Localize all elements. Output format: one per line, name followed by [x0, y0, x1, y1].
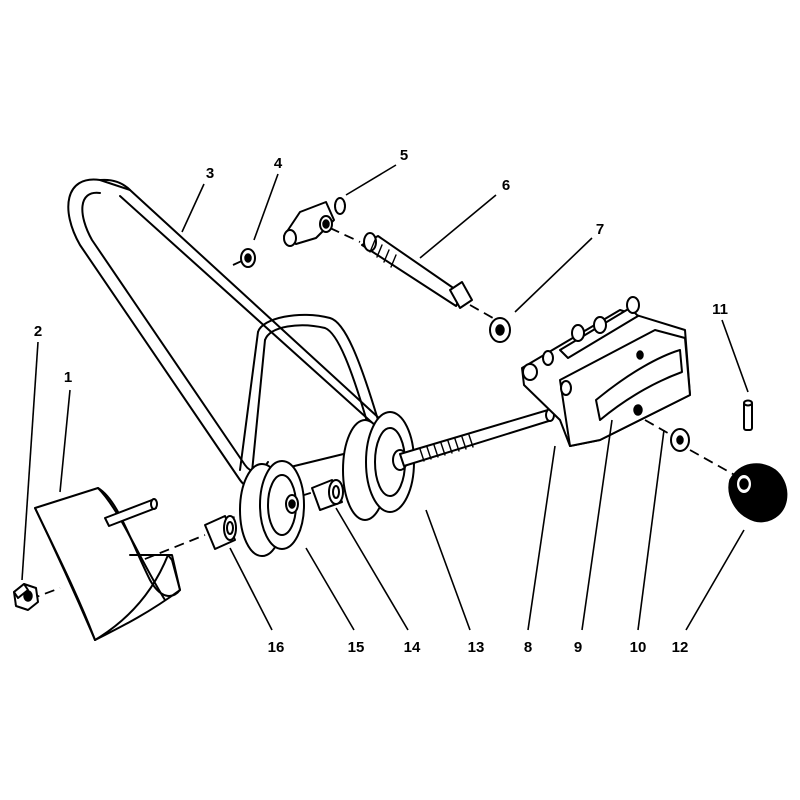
callout-8: 8	[524, 639, 532, 656]
callout-labels: 1 2 3 4 5 6 7 8 9 10 11 12 13 14 15 16	[34, 147, 728, 656]
callout-2: 2	[34, 323, 42, 340]
v-belt-short	[239, 313, 379, 473]
adjusting-rod	[361, 232, 473, 309]
callout-4: 4	[274, 155, 283, 172]
callout-13: 13	[468, 639, 485, 656]
callout-15: 15	[348, 639, 365, 656]
pulley-right	[342, 411, 415, 521]
callout-9: 9	[574, 639, 582, 656]
spacer-14	[311, 479, 344, 511]
callout-6: 6	[502, 177, 510, 194]
pulley-left	[239, 460, 305, 557]
callout-12: 12	[672, 639, 689, 656]
washer-7	[489, 317, 511, 343]
hex-nut	[13, 583, 39, 611]
roll-pin	[743, 399, 753, 431]
callout-3: 3	[206, 165, 214, 182]
callout-14: 14	[404, 639, 421, 656]
mounting-bracket	[521, 296, 691, 447]
callout-7: 7	[596, 221, 604, 238]
callout-10: 10	[630, 639, 647, 656]
knob	[728, 463, 788, 523]
callout-16: 16	[268, 639, 285, 656]
callout-11: 11	[712, 301, 728, 318]
belt-guard	[34, 487, 181, 641]
bushing-16	[204, 515, 237, 550]
e-clip	[240, 248, 256, 268]
leader-lines	[21, 164, 749, 631]
washer-10	[670, 428, 690, 452]
pivot-yoke	[283, 197, 346, 247]
v-belt-long	[67, 178, 393, 490]
threaded-shaft	[399, 408, 555, 467]
callout-5: 5	[400, 147, 408, 164]
callout-1: 1	[64, 369, 72, 386]
